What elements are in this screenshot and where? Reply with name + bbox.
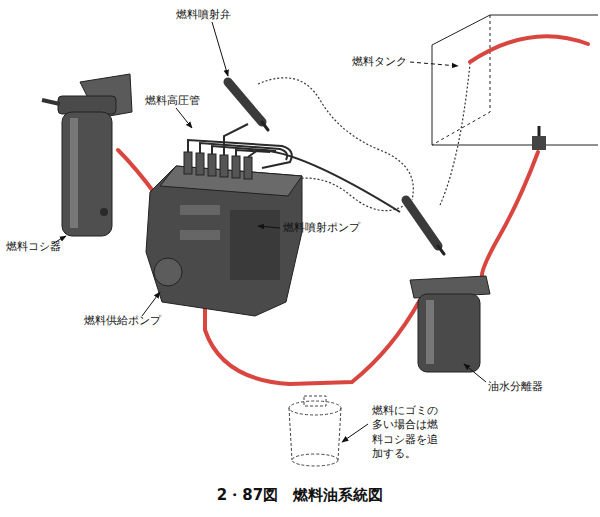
filter-inlet xyxy=(42,100,60,104)
delivery-valve xyxy=(196,153,204,175)
part-label: 燃料噴射弁 xyxy=(176,8,231,22)
optional-filter-bottom xyxy=(292,454,338,466)
figure-caption: 2・87図 燃料油系統図 xyxy=(0,486,600,505)
water-separator xyxy=(410,276,490,372)
injection-pump xyxy=(146,152,302,316)
delivery-valve xyxy=(184,152,192,174)
part-label: 燃料高圧管 xyxy=(145,94,200,108)
pump-body xyxy=(146,166,302,316)
part-label: 燃料タンク xyxy=(352,55,407,69)
leak-off-pipe xyxy=(440,64,470,205)
delivery-valve xyxy=(220,155,228,177)
leader-line xyxy=(52,22,486,442)
supply-hose xyxy=(482,152,538,278)
tank-edge xyxy=(432,45,598,145)
delivery-valve xyxy=(244,157,252,179)
hp-pipe xyxy=(188,140,292,168)
filter-head xyxy=(58,96,116,114)
leader xyxy=(176,108,192,128)
note-text: 燃料にゴミの多い場合は燃料コシ器を追加する。 xyxy=(372,404,446,461)
optional-filter-top xyxy=(289,401,341,415)
high-pressure-pipe xyxy=(188,124,400,212)
feed-pump xyxy=(154,258,182,286)
tank-edge xyxy=(432,15,490,145)
part-label: 燃料噴射ポンプ xyxy=(283,221,360,235)
pump-rib xyxy=(180,230,220,240)
leader xyxy=(258,226,280,228)
delivery-valve xyxy=(232,156,240,178)
part-label: 燃料コシ器 xyxy=(6,240,61,254)
filter-hose xyxy=(118,150,156,195)
part-label: 燃料供給ポンプ xyxy=(84,314,161,328)
filter-drain xyxy=(100,208,108,216)
injector xyxy=(228,82,444,254)
fitting xyxy=(532,136,546,150)
filter-highlight xyxy=(70,118,78,228)
leader xyxy=(212,22,228,76)
pump-rib xyxy=(180,205,220,215)
fuel-tank xyxy=(432,15,598,145)
delivery-valve xyxy=(208,154,216,176)
return-hose xyxy=(470,36,588,62)
optional-filter-side xyxy=(289,408,341,460)
separator-highlight xyxy=(426,300,434,364)
separator-bowl xyxy=(418,294,480,372)
fitting xyxy=(538,126,541,136)
optional-filter-cap xyxy=(304,396,326,406)
optional-filter xyxy=(289,396,341,466)
pump-top xyxy=(160,166,302,196)
injector-nozzle xyxy=(262,122,268,130)
tank-fitting xyxy=(532,126,546,150)
injector-body xyxy=(406,200,438,246)
leader xyxy=(464,364,486,382)
leader xyxy=(410,62,458,66)
hp-pipe xyxy=(248,150,400,212)
fuel-line xyxy=(118,36,588,384)
injector-body xyxy=(228,82,262,122)
pump-governor xyxy=(230,210,280,280)
leader xyxy=(142,292,160,316)
part-label: 油水分離器 xyxy=(488,380,543,394)
filter-body xyxy=(62,112,112,236)
fuel-filter xyxy=(42,74,132,236)
injector-nozzle xyxy=(438,246,444,254)
leader xyxy=(342,424,368,442)
